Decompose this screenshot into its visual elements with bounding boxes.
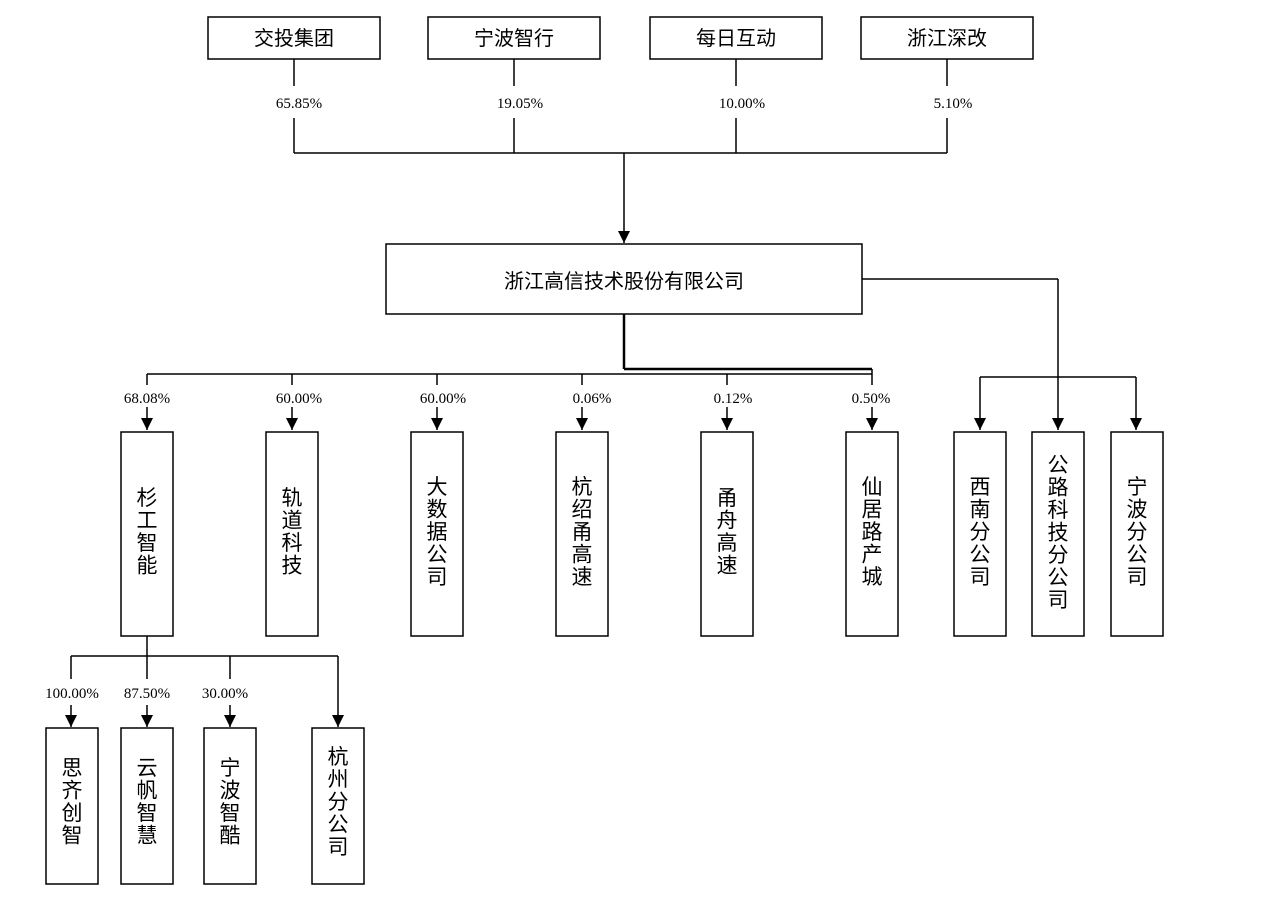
shareholding-percent: 65.85% [276,96,322,112]
subsidiary-percent: 60.00% [420,391,466,407]
subsidiary-percent: 60.00% [276,391,322,407]
branch-node [1031,431,1085,637]
shareholder-connectors [293,59,948,243]
subsidiary-name: 大数据公司 [427,475,448,589]
sub-subsidiary-node [120,727,174,885]
subsidiary-node [265,431,319,637]
sub-subsidiary-node [311,727,365,885]
subsidiary-name: 杭绍甬高速 [572,475,593,589]
company-name: 浙江高信技术股份有限公司 [504,269,744,293]
subsidiary-name: 仙居路产城 [862,475,883,589]
subsidiary-node [700,431,754,637]
shareholding-percent: 19.05% [497,96,543,112]
branch-name: 西南分公司 [970,475,991,589]
sub-subsidiary-name: 杭州分公司 [328,745,349,859]
sub-subsidiary-name: 思齐创智 [62,756,83,847]
subsidiary-node [410,431,464,637]
subsidiary-name: 杉工智能 [137,486,158,577]
subsidiary-name: 甬舟高速 [717,486,738,577]
subsidiary-node [120,431,174,637]
subsidiary-connectors [141,314,878,430]
sub-subsidiary-percent: 100.00% [45,686,99,702]
sub-subsidiary-node [45,727,99,885]
subsidiary-node [555,431,609,637]
branch-connectors [862,278,1142,430]
shareholder-node: 交投集团 [207,16,381,60]
sub-subsidiary-percent: 87.50% [124,686,170,702]
branch-name: 公路科技分公司 [1048,453,1069,612]
shareholder-name: 浙江深改 [907,26,987,50]
subsidiary-percent: 68.08% [124,391,170,407]
subsidiary-percent: 0.12% [714,391,753,407]
branch-node [953,431,1007,637]
shareholder-node: 宁波智行 [427,16,601,60]
subsidiary-node [845,431,899,637]
sub-subsidiary-percent: 30.00% [202,686,248,702]
shareholding-percent: 10.00% [719,96,765,112]
sub-subsidiary-name: 宁波智酷 [220,756,241,847]
shareholder-node: 每日互动 [649,16,823,60]
branch-node [1110,431,1164,637]
shareholder-name: 交投集团 [254,26,334,50]
sub-subsidiary-node [203,727,257,885]
subsidiary-name: 轨道科技 [282,486,303,577]
sub-subsidiary-connectors [65,636,344,727]
sub-subsidiary-name: 云帆智慧 [137,756,158,847]
branch-name: 宁波分公司 [1127,475,1148,589]
subsidiary-percent: 0.50% [852,391,891,407]
subsidiary-percent: 0.06% [573,391,612,407]
shareholding-percent: 5.10% [934,96,973,112]
shareholder-name: 每日互动 [696,26,776,50]
shareholder-node: 浙江深改 [860,16,1034,60]
company-node: 浙江高信技术股份有限公司 [385,243,863,315]
shareholder-name: 宁波智行 [474,26,554,50]
